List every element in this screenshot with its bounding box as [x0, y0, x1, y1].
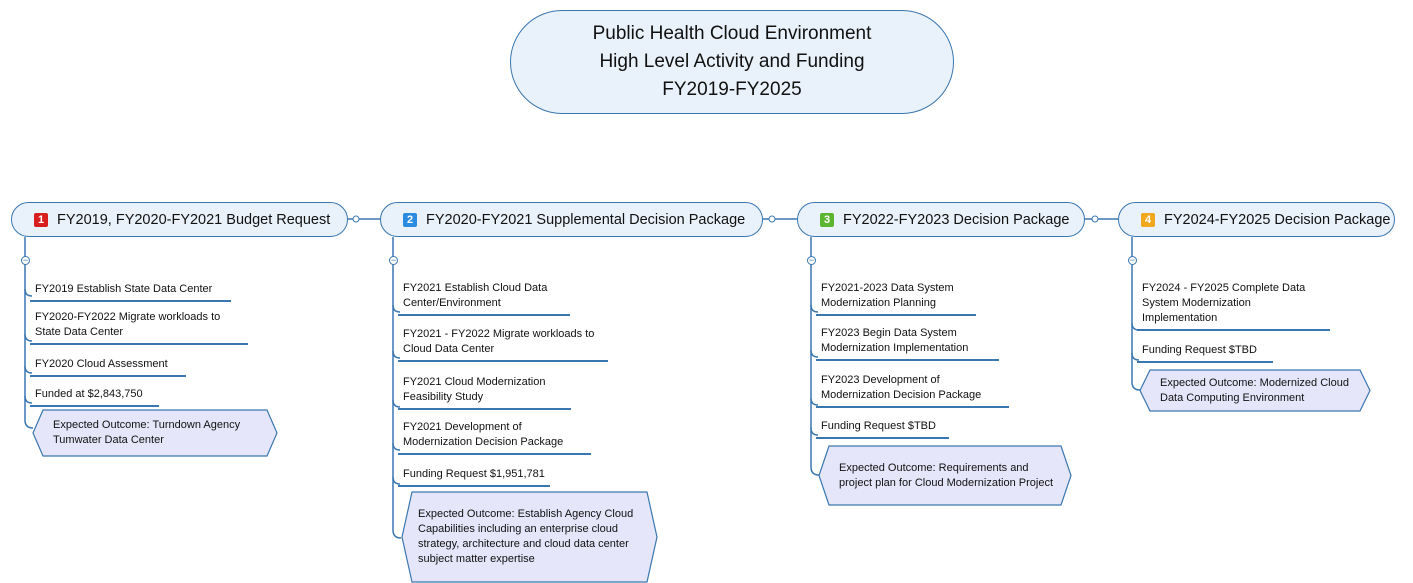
- priority-1-icon: 1: [34, 212, 48, 227]
- collapse-toggle-icon[interactable]: −: [21, 255, 30, 265]
- callout-shape: [818, 445, 1072, 506]
- branch-topic-1[interactable]: 1 FY2019, FY2020-FY2021 Budget Request: [11, 202, 348, 237]
- expected-outcome-callout[interactable]: Expected Outcome: Requirements and proje…: [818, 445, 1072, 506]
- collapse-toggle-icon[interactable]: −: [807, 255, 816, 265]
- callout-shape: [32, 409, 278, 457]
- collapse-toggle-icon[interactable]: −: [389, 255, 398, 265]
- branch-topic-4[interactable]: 4 FY2024-FY2025 Decision Package: [1118, 202, 1395, 237]
- expected-outcome-text: Expected Outcome: Requirements and proje…: [839, 461, 1054, 489]
- subtopic-item[interactable]: FY2021 Development of Modernization Deci…: [398, 420, 591, 455]
- branch-topic-label: FY2022-FY2023 Decision Package: [843, 211, 1070, 228]
- branch-topic-label: FY2024-FY2025 Decision Package: [1164, 211, 1391, 228]
- callout-shape: [1139, 369, 1371, 412]
- priority-4-icon: 4: [1141, 212, 1155, 227]
- subtopic-item[interactable]: FY2023 Begin Data System Modernization I…: [816, 326, 999, 361]
- subtopic-item[interactable]: Funding Request $TBD: [816, 419, 949, 439]
- subtopic-item[interactable]: Funded at $2,843,750: [30, 387, 159, 407]
- subtopic-item[interactable]: Funding Request $TBD: [1137, 343, 1273, 363]
- central-topic-line-3: FY2019-FY2025: [662, 79, 802, 100]
- subtopic-item[interactable]: FY2021 - FY2022 Migrate workloads to Clo…: [398, 327, 608, 362]
- priority-2-icon: 2: [403, 212, 417, 227]
- branch-topic-label: FY2020-FY2021 Supplemental Decision Pack…: [426, 211, 746, 228]
- subtopic-item[interactable]: Funding Request $1,951,781: [398, 467, 550, 487]
- central-topic-line-2: High Level Activity and Funding: [599, 51, 865, 72]
- subtopic-item[interactable]: FY2023 Development of Modernization Deci…: [816, 373, 1009, 408]
- expected-outcome-text: Expected Outcome: Modernized Cloud Data …: [1160, 376, 1349, 404]
- central-topic[interactable]: Public Health Cloud Environment High Lev…: [510, 10, 954, 114]
- expected-outcome-callout[interactable]: Expected Outcome: Establish Agency Cloud…: [401, 491, 658, 583]
- central-topic-line-1: Public Health Cloud Environment: [592, 23, 872, 44]
- subtopic-item[interactable]: FY2021 Establish Cloud Data Center/Envir…: [398, 281, 570, 316]
- subtopic-item[interactable]: FY2024 - FY2025 Complete Data System Mod…: [1137, 281, 1330, 331]
- callout-shape: [401, 491, 658, 583]
- branch-topic-label: FY2019, FY2020-FY2021 Budget Request: [57, 211, 331, 228]
- expected-outcome-callout[interactable]: Expected Outcome: Turndown Agency Tumwat…: [32, 409, 278, 457]
- subtopic-item[interactable]: FY2021 Cloud Modernization Feasibility S…: [398, 375, 571, 410]
- subtopic-item[interactable]: FY2021-2023 Data System Modernization Pl…: [816, 281, 976, 316]
- branch-topic-3[interactable]: 3 FY2022-FY2023 Decision Package: [797, 202, 1085, 237]
- expected-outcome-text: Expected Outcome: Turndown Agency Tumwat…: [53, 419, 241, 446]
- expected-outcome-callout[interactable]: Expected Outcome: Modernized Cloud Data …: [1139, 369, 1371, 412]
- subtopic-item[interactable]: FY2019 Establish State Data Center: [30, 282, 231, 302]
- subtopic-item[interactable]: FY2020 Cloud Assessment: [30, 357, 186, 377]
- expected-outcome-text: Expected Outcome: Establish Agency Cloud…: [418, 508, 634, 565]
- priority-3-icon: 3: [820, 212, 834, 227]
- subtopic-item[interactable]: FY2020-FY2022 Migrate workloads to State…: [30, 310, 248, 345]
- branch-topic-2[interactable]: 2 FY2020-FY2021 Supplemental Decision Pa…: [380, 202, 763, 237]
- collapse-toggle-icon[interactable]: −: [1128, 255, 1137, 265]
